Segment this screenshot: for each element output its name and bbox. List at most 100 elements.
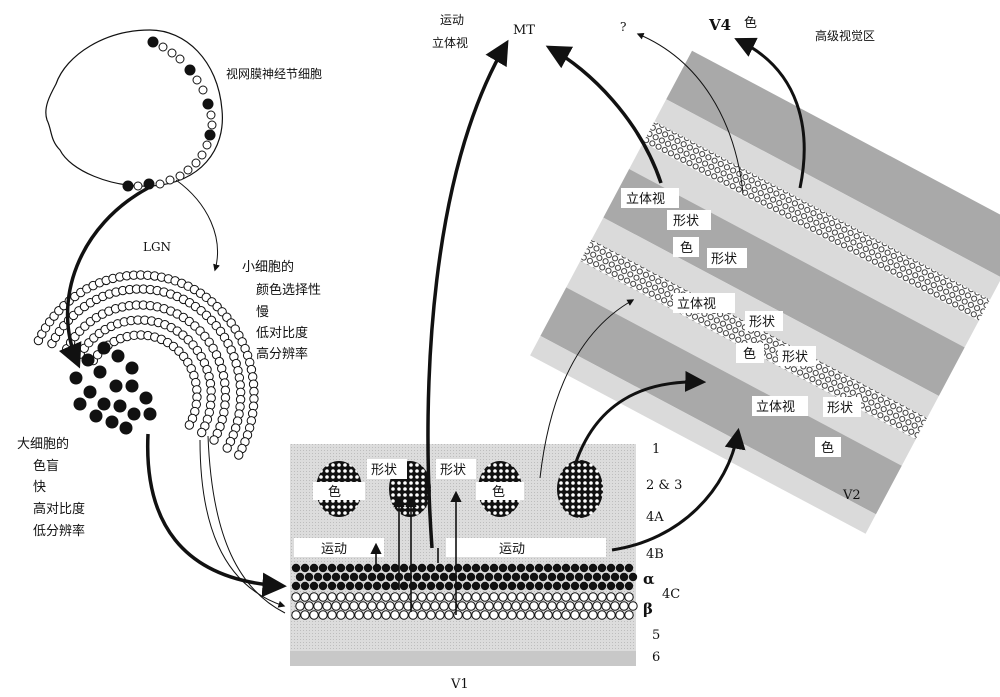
retina-p-cell [183,165,193,175]
retina-m-cell [202,98,214,110]
v1-beta-cell [340,601,350,611]
v1-beta-cell [583,601,593,611]
lgn-magno-cell [125,379,139,393]
lgn-parvo-cell [197,427,207,438]
v1-alpha-cell [363,563,373,573]
v1-beta-cell [372,592,382,602]
v1-beta-cell [367,601,377,611]
v1-beta-cell [345,610,355,620]
lgn-magno-cell [127,407,141,421]
v1-beta-cell [529,601,539,611]
v2-stripe-thin [643,121,991,321]
v1-beta-cell [579,610,589,620]
v1-beta-cell [426,592,436,602]
v1-alpha-cell [597,581,607,591]
v1-alpha-cell [435,581,445,591]
lgn-parvo-cell [234,450,244,460]
mt-label: MT [513,23,535,38]
v1-beta-cell [471,592,481,602]
v1-beta-cell [354,592,364,602]
v1-alpha-cell [300,563,310,573]
v1-beta-cell [363,592,373,602]
v1-alpha-cell [606,563,616,573]
retina-p-cell [206,110,216,120]
v1-alpha-cell [381,563,391,573]
v1-beta-cell [322,601,332,611]
lgn-cell-layers [33,270,259,460]
v1-beta-cell [381,610,391,620]
v1-alpha-cell [507,581,517,591]
v1-alpha-cell [457,572,467,582]
v1-alpha-cell [498,563,508,573]
v1-alpha-cell [475,572,485,582]
v1-alpha-cell [309,581,319,591]
v1-alpha-cell [570,581,580,591]
v2-label: V2 [842,488,861,503]
v1-beta-cell [439,601,449,611]
v1-beta-cell [304,601,314,611]
v1-alpha-cell [421,572,431,582]
v1-beta-cell [372,610,382,620]
v1-alpha-cell [376,572,386,582]
lgn-magno-cell [105,415,119,429]
v1-alpha-cell [349,572,359,582]
v1-beta-cell [480,610,490,620]
retina-p-cell [198,85,208,95]
v1-alpha-cell [543,581,553,591]
v2-stripe-thin [580,239,928,440]
lgn-magno-cell [81,353,95,367]
retina-p-cell [192,75,202,85]
v1-beta-cell [336,610,346,620]
v1-beta-cell [457,601,467,611]
v1-beta-cell [552,610,562,620]
v1-alpha-cell [313,572,323,582]
v1-beta-cell [300,592,310,602]
lgn-magno-cell [69,371,83,385]
v1-alpha-cell [579,581,589,591]
v1-alpha-cell [304,572,314,582]
v1-label: V1 [450,677,469,692]
v1-alpha-cell [507,563,517,573]
v1-alpha-cell [358,572,368,582]
v1-beta-cell [331,601,341,611]
v2-label-stereo-2: 立体视 [677,297,716,312]
v1-beta-cell [480,592,490,602]
arrow-v1-blob-to-v2-color [573,370,707,466]
v1-beta-cell [448,601,458,611]
retina-p-cell [155,179,165,189]
v1-alpha-cell [367,572,377,582]
v1-beta-cell [394,601,404,611]
v2-label-shape-1: 形状 [673,214,699,229]
v1-beta-cell [336,592,346,602]
parvo-line-2: 颜色选择性 [256,282,321,298]
v1-alpha-cell [601,572,611,582]
v1-beta-cell [390,610,400,620]
v1-alpha-cell [372,581,382,591]
v1-beta-cell [408,592,418,602]
lgn-magno-cell [113,399,127,413]
v4-color-label: 色 [744,15,757,31]
lgn-magno-cell [111,349,125,363]
v1-beta-cell [543,592,553,602]
v1-beta-cell [453,592,463,602]
v2-label-shape-3: 形状 [827,401,853,416]
v1-blob-3-label: 色 [492,484,505,500]
v1-4b-motion-1: 运动 [321,542,347,557]
layer-4c-label: 4C [662,587,680,602]
v1-beta-cell [408,610,418,620]
layer-alpha-label: α [643,570,655,588]
v1-alpha-cell [354,563,364,573]
lgn-parvo-cell [184,420,195,430]
v1-beta-cell [588,610,598,620]
v1-beta-cell [403,601,413,611]
v1-beta-cell [489,610,499,620]
v1-blob-4 [557,460,603,518]
v1-alpha-cell [435,563,445,573]
v1-alpha-cell [547,572,557,582]
v1-beta-cell [466,601,476,611]
v1-beta-cell [516,592,526,602]
v1-beta-cell [444,610,454,620]
v1-alpha-cell [561,563,571,573]
v2-stripe-pale [629,142,979,348]
v1-beta-cell [291,592,301,602]
